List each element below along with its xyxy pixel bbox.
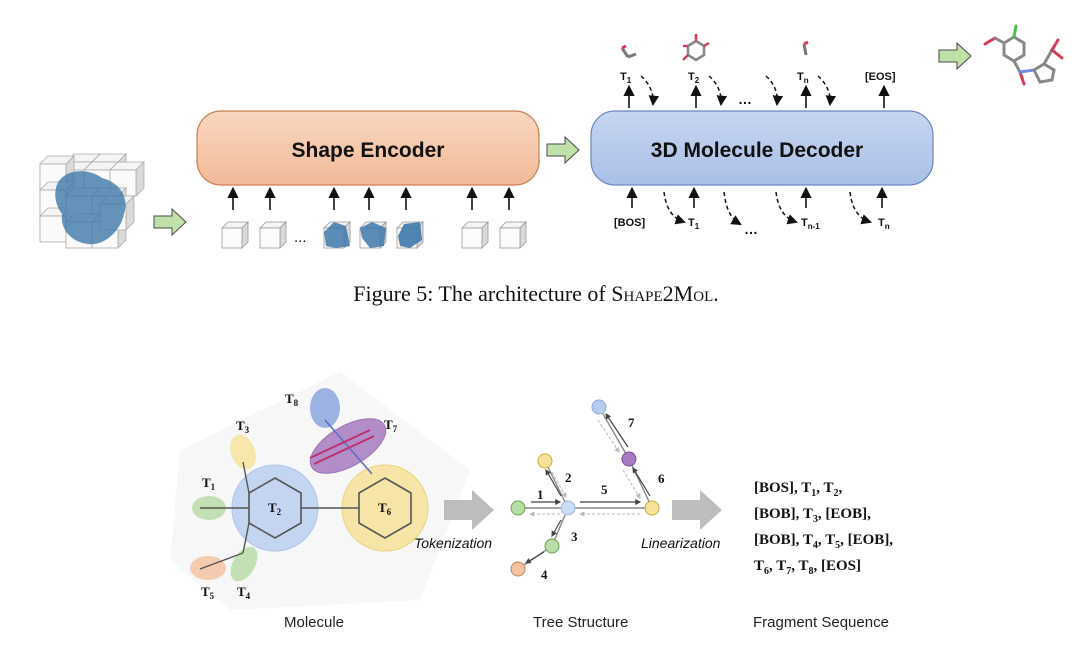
flow-arrow-3 bbox=[938, 41, 972, 71]
sequence-panel-label: Fragment Sequence bbox=[753, 614, 889, 631]
fragment-sequence: [BOS], T1, T2, [BOB], T3, [EOB], [BOB], T4… bbox=[754, 478, 893, 582]
output-ellipsis: … bbox=[738, 91, 752, 107]
molecule-diagram bbox=[190, 388, 429, 582]
fragment-label-t5: T5 bbox=[201, 584, 215, 601]
shape-encoder-label: Shape Encoder bbox=[292, 139, 445, 162]
edge-number-3: 3 bbox=[571, 529, 578, 544]
eos-token: [EOS] bbox=[865, 71, 896, 83]
tree-panel-label: Tree Structure bbox=[533, 614, 629, 631]
encoder-input-patches: ... bbox=[221, 221, 527, 249]
out-token-1: T1 bbox=[620, 71, 632, 85]
flow-arrow-1 bbox=[153, 207, 187, 237]
out-token-n: Tn bbox=[797, 71, 809, 85]
linearization-arrow bbox=[672, 490, 722, 530]
input-tokens: [BOS] T1 Tn-1 Tn … bbox=[614, 217, 890, 237]
decoder-label: 3D Molecule Decoder bbox=[651, 139, 863, 162]
fragment-label-t1: T1 bbox=[202, 475, 216, 492]
edge-number-5: 5 bbox=[601, 482, 608, 497]
output-tokens: T1 T2 Tn [EOS] … bbox=[620, 71, 896, 107]
in-token-n-1: Tn-1 bbox=[801, 217, 820, 231]
tokenization-label: Tokenization bbox=[414, 535, 492, 551]
encoder-input-arrows bbox=[227, 186, 515, 210]
input-ellipsis: … bbox=[744, 221, 758, 237]
autoregressive-arrows-top bbox=[640, 75, 837, 107]
shape-encoder: Shape Encoder bbox=[196, 110, 540, 186]
molecule-decoder: 3D Molecule Decoder bbox=[590, 110, 934, 186]
molecule-panel-label: Molecule bbox=[284, 614, 345, 631]
fragment-label-t7: T7 bbox=[384, 417, 398, 434]
flow-arrow-2 bbox=[546, 135, 580, 165]
patch-ellipsis: ... bbox=[294, 229, 307, 246]
voxel-grid-input bbox=[39, 153, 145, 249]
fragment-molecule-2 bbox=[682, 34, 710, 62]
sequence-line-1: [BOS], T1, T2, bbox=[754, 480, 843, 499]
in-token-n: Tn bbox=[878, 217, 890, 231]
fragment-label-t8: T8 bbox=[285, 391, 299, 408]
fragment-molecule-1 bbox=[620, 44, 637, 59]
model-name: Shape2Mol bbox=[611, 281, 714, 306]
sequence-line-3: [BOB], T4, T5, [EOB], bbox=[754, 532, 894, 551]
tokenization-arrow bbox=[444, 490, 494, 530]
fragment-label-t2: T2 bbox=[268, 500, 282, 517]
fragment-label-t6: T6 bbox=[378, 500, 392, 517]
fragment-label-t3: T3 bbox=[236, 418, 250, 435]
edge-number-6: 6 bbox=[658, 471, 665, 486]
edge-number-4: 4 bbox=[541, 567, 548, 582]
generated-molecule bbox=[983, 24, 1064, 86]
figure5-caption: Figure 5: The architecture of Shape2Mol. bbox=[353, 281, 719, 306]
bos-token: [BOS] bbox=[614, 217, 646, 229]
edge-number-2: 2 bbox=[565, 470, 572, 485]
fragment-molecule-n bbox=[802, 40, 809, 56]
decoder-input-arrows bbox=[626, 186, 888, 208]
edge-number-7: 7 bbox=[628, 415, 635, 430]
voxel-shape-blob bbox=[55, 171, 126, 245]
fragment-label-t4: T4 bbox=[237, 584, 251, 601]
decoder-output-arrows bbox=[623, 84, 890, 108]
sequence-line-4: T6, T7, T8, [EOS] bbox=[754, 558, 861, 577]
in-token-1: T1 bbox=[688, 217, 700, 231]
linearization-label: Linearization bbox=[641, 535, 721, 551]
autoregressive-arrows-bottom bbox=[663, 191, 872, 226]
sequence-line-2: [BOB], T3, [EOB], bbox=[754, 506, 871, 525]
out-token-2: T2 bbox=[688, 71, 700, 85]
edge-number-1: 1 bbox=[537, 487, 544, 502]
tree-structure: 1 2 3 4 5 6 7 bbox=[510, 399, 665, 582]
fragment-labels: T8 T7 T3 T1 T2 T6 T5 T4 bbox=[201, 391, 398, 601]
